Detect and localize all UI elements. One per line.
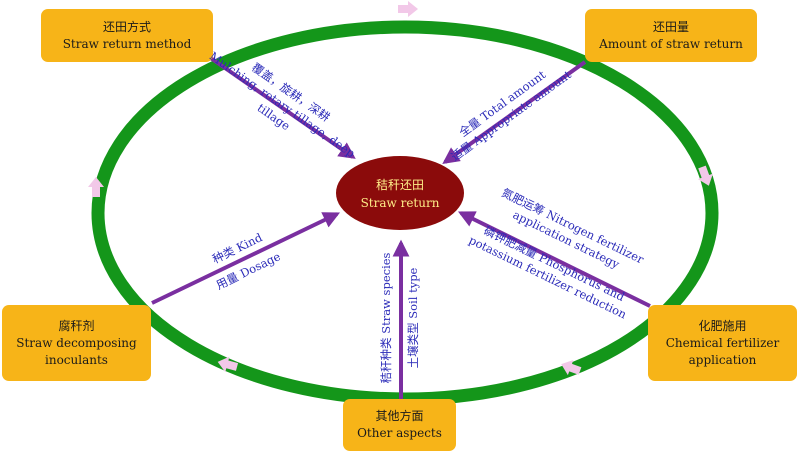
box-other-zh: 其他方面 bbox=[375, 409, 424, 423]
arrow-chemical-to-center bbox=[457, 211, 651, 308]
cycle-arrow-right bbox=[697, 165, 713, 186]
arrow-method-to-center bbox=[200, 50, 356, 159]
arrow-amount-to-center bbox=[442, 60, 587, 164]
box-method-en: Straw return method bbox=[62, 36, 192, 51]
label-other-gap bbox=[394, 253, 406, 384]
box-chemical-en1: Chemical fertilizer bbox=[665, 335, 780, 350]
center-node bbox=[336, 156, 464, 230]
center-label-zh: 秸秆还田 bbox=[375, 178, 424, 192]
box-chemical-en2: application bbox=[688, 352, 757, 367]
box-amount-en: Amount of straw return bbox=[599, 36, 743, 51]
box-amount-of-straw-return: 还田量 Amount of straw return bbox=[585, 9, 757, 62]
box-method-zh: 还田方式 bbox=[102, 19, 151, 34]
box-straw-decomposing-inoculants: 腐秆剂 Straw decomposing inoculants bbox=[2, 305, 151, 381]
label-other-line2: 土壤类型 Soil type bbox=[406, 267, 420, 369]
box-inoculant-zh: 腐秆剂 bbox=[58, 318, 95, 333]
cycle-arrow-bottom-right bbox=[561, 360, 582, 376]
label-other-line1: 秸秆种类 Straw species bbox=[379, 252, 393, 384]
cycle-arrow-left bbox=[88, 177, 104, 197]
arrow-inoculant-to-center bbox=[151, 212, 341, 305]
box-chemical-fertilizer-application: 化肥施用 Chemical fertilizer application bbox=[648, 305, 797, 381]
cycle-arrow-bottom-left bbox=[217, 356, 239, 373]
box-amount-zh: 还田量 bbox=[652, 19, 689, 34]
box-inoculant-en1: Straw decomposing bbox=[16, 335, 137, 350]
cycle-arrow-top bbox=[398, 1, 418, 17]
label-other: 秸秆种类 Straw species 土壤类型 Soil type bbox=[379, 253, 421, 384]
center-label: 秸秆还田 Straw return bbox=[335, 163, 465, 225]
box-chemical-zh: 化肥施用 bbox=[698, 318, 747, 333]
box-inoculant-en2: inoculants bbox=[45, 352, 108, 367]
box-other-en: Other aspects bbox=[357, 426, 442, 440]
center-label-en: Straw return bbox=[360, 196, 440, 210]
box-straw-return-method: 还田方式 Straw return method bbox=[41, 9, 213, 62]
box-other-aspects: 其他方面 Other aspects bbox=[343, 399, 456, 451]
